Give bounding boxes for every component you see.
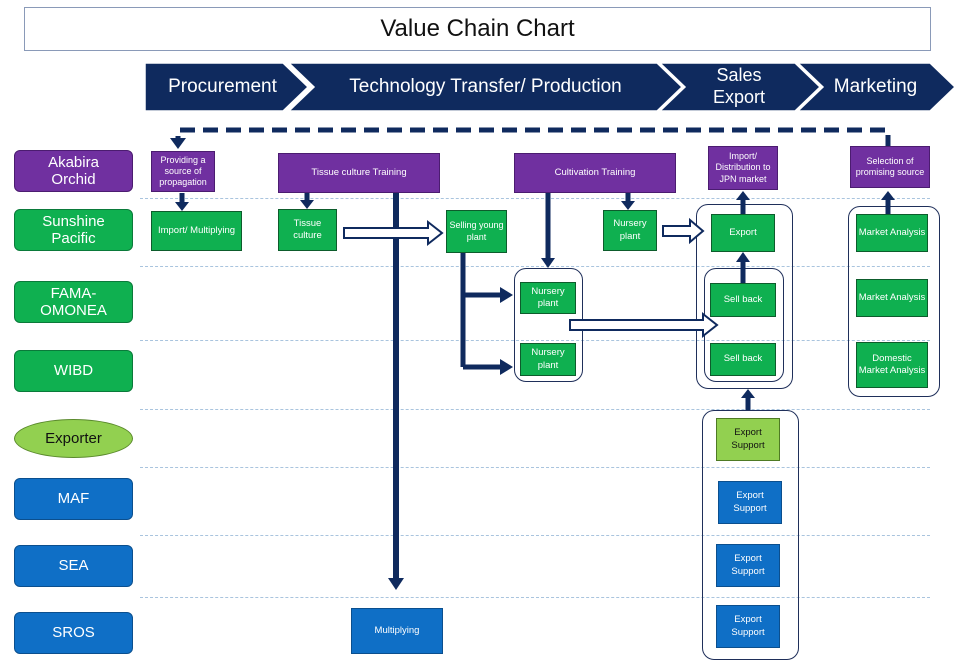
- group-marketing: [848, 206, 940, 397]
- phase-procurement-label: Procurement: [168, 75, 277, 97]
- arrow-head: [736, 252, 750, 262]
- phase-bar: [144, 62, 956, 112]
- arrow-head: [741, 389, 755, 398]
- dashed-arrow-head: [170, 138, 186, 149]
- arrow-head: [541, 258, 555, 268]
- hollow-arrow-nursery-to-export: [662, 217, 705, 245]
- row-separator: [140, 266, 930, 267]
- row-separator: [140, 198, 930, 199]
- node-export-support-maf: Export Support: [718, 481, 782, 524]
- node-export-support-sros: Export Support: [716, 605, 780, 648]
- node-selling-young-plant: Selling young plant: [446, 210, 507, 253]
- node-selection-source: Selection of promising source: [850, 146, 930, 188]
- actor-sunshine-pacific: Sunshine Pacific: [14, 209, 133, 251]
- phase-sales-label: Sales Export: [712, 65, 766, 107]
- node-sell-back-1: Sell back: [710, 283, 776, 317]
- node-tissue-culture: Tissue culture: [278, 209, 337, 251]
- arrow-head: [500, 359, 513, 375]
- phase-marketing-label: Marketing: [833, 75, 918, 97]
- node-export-support-sea: Export Support: [716, 544, 780, 587]
- arrow-head: [388, 578, 404, 590]
- phase-technology-chevron: [287, 62, 684, 112]
- node-market-analysis-2: Market Analysis: [856, 279, 928, 317]
- phase-technology-label: Technology Transfer/ Production: [349, 75, 622, 97]
- actor-sea: SEA: [14, 545, 133, 587]
- node-tissue-culture-training: Tissue culture Training: [278, 153, 440, 193]
- arrow-selling-to-nursery: [460, 253, 502, 370]
- node-import-distribution: Import/ Distribution to JPN market: [708, 146, 778, 190]
- row-separator: [140, 340, 930, 341]
- actor-akabira-orchid: Akabira Orchid: [14, 150, 133, 192]
- row-separator: [140, 467, 930, 468]
- row-separator: [140, 409, 930, 410]
- node-import-multiplying: Import/ Multiplying: [151, 211, 242, 251]
- actor-fama-omonea: FAMA-OMONEA: [14, 281, 133, 323]
- node-multiplying: Multiplying: [351, 608, 443, 654]
- hollow-arrow-tissue-to-selling: [343, 219, 444, 247]
- node-cultivation-training: Cultivation Training: [514, 153, 676, 193]
- node-providing-source: Providing a source of propagation: [151, 151, 215, 192]
- arrow-head: [881, 191, 895, 200]
- arrow-head: [300, 200, 314, 209]
- actor-maf: MAF: [14, 478, 133, 520]
- actor-exporter: Exporter: [14, 419, 133, 458]
- node-nursery-fama: Nursery plant: [520, 282, 576, 314]
- arrow-head: [175, 202, 189, 211]
- row-separator: [140, 597, 930, 598]
- node-nursery-sunshine: Nursery plant: [603, 210, 657, 251]
- actor-wibd: WIBD: [14, 350, 133, 392]
- node-market-analysis-1: Market Analysis: [856, 214, 928, 252]
- group-export-support: [702, 410, 799, 660]
- node-export: Export: [711, 214, 775, 252]
- node-sell-back-2: Sell back: [710, 343, 776, 376]
- row-separator: [140, 535, 930, 536]
- node-domestic-market-analysis: Domestic Market Analysis: [856, 342, 928, 388]
- dashed-feedback-line: [175, 127, 891, 150]
- actor-sros: SROS: [14, 612, 133, 654]
- node-nursery-wibd: Nursery plant: [520, 343, 576, 376]
- arrow-head: [500, 287, 513, 303]
- arrow-head: [736, 191, 750, 200]
- phase-sales-chevron: [658, 62, 822, 112]
- node-export-support-exporter: Export Support: [716, 418, 780, 461]
- arrow-head: [621, 201, 635, 210]
- phase-procurement-chevron: [144, 62, 310, 112]
- hollow-arrow-nursery-to-sellback: [569, 311, 719, 339]
- phase-marketing-chevron: [796, 62, 956, 112]
- chart-title: Value Chain Chart: [24, 7, 931, 51]
